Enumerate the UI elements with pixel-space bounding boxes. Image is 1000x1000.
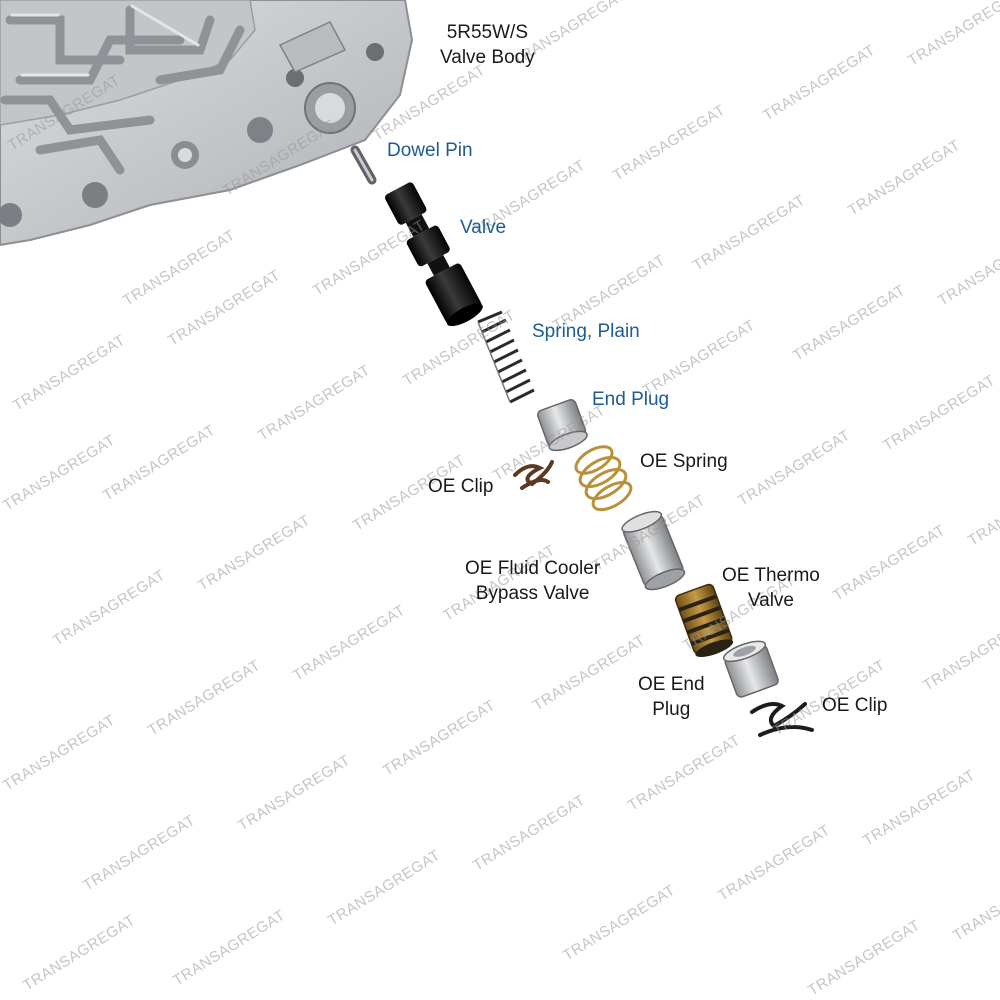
dowel-pin-label: Dowel Pin xyxy=(387,140,473,161)
oe-clip-lower xyxy=(750,702,814,737)
oe-fluid-cooler-label: OE Fluid Cooler Bypass Valve xyxy=(465,556,600,606)
valve-label: Valve xyxy=(460,217,507,238)
end-plug-label: End Plug xyxy=(592,389,670,410)
oe-end-plug-label-line2: Plug xyxy=(652,699,691,720)
valve-body-casting xyxy=(0,0,414,247)
spring-plain xyxy=(477,310,535,404)
oe-fluid-cooler-label-line2: Bypass Valve xyxy=(475,583,590,604)
oe-thermo-valve-label: OE Thermo Valve xyxy=(722,563,820,613)
oe-thermo-valve-label-line2: Valve xyxy=(747,590,794,611)
oe-end-plug xyxy=(722,640,779,698)
oe-thermo-valve-label-line1: OE Thermo xyxy=(722,565,820,586)
oe-spring xyxy=(574,445,633,512)
oe-thermo-valve xyxy=(674,583,734,658)
oe-end-plug-label-line1: OE End xyxy=(638,674,705,695)
valve-body-label-line2: Valve Body xyxy=(440,47,535,68)
oe-fluid-cooler-label-line1: OE Fluid Cooler xyxy=(465,558,601,579)
spring-plain-label: Spring, Plain xyxy=(532,321,640,342)
valve-body-label: 5R55W/S Valve Body xyxy=(440,20,535,70)
valve-body-label-line1: 5R55W/S xyxy=(446,22,528,43)
end-plug xyxy=(537,399,588,452)
oe-end-plug-label: OE End Plug xyxy=(638,672,705,722)
dowel-pin xyxy=(350,145,377,185)
oe-clip-upper-label: OE Clip xyxy=(428,476,494,497)
oe-fluid-cooler-bypass-valve xyxy=(621,510,686,591)
valve-spool xyxy=(385,182,483,327)
oe-clip-upper xyxy=(513,460,554,490)
oe-spring-label: OE Spring xyxy=(640,451,728,472)
oe-clip-lower-label: OE Clip xyxy=(822,695,888,716)
